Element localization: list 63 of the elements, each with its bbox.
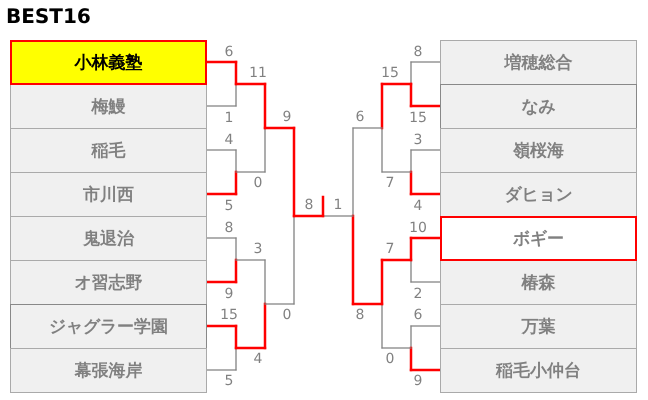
score-label: 2: [412, 286, 424, 302]
score-label: 6: [224, 44, 234, 60]
team-name: 市川西: [83, 184, 134, 206]
score-label: 10: [408, 220, 428, 236]
team-box: [10, 128, 207, 173]
team-box: [440, 172, 637, 217]
score-label: 4: [412, 198, 424, 214]
score-label: 15: [219, 307, 239, 323]
team-name: 万葉: [522, 316, 556, 338]
score-label: 9: [224, 286, 234, 302]
team-box: [10, 40, 207, 85]
team-name: 椿森: [522, 272, 556, 294]
score-label: 8: [304, 197, 314, 213]
score-label: 6: [354, 109, 366, 125]
score-label: 3: [252, 241, 264, 257]
team-name: 嶺桜海: [513, 140, 564, 162]
team-box: [10, 172, 207, 217]
score-label: 8: [354, 307, 366, 323]
score-label: 11: [248, 65, 268, 81]
team-box: [10, 348, 207, 393]
team-name: 鬼退治: [83, 228, 134, 250]
team-box: [10, 216, 207, 261]
team-name: なみ: [522, 96, 556, 118]
team-name: 増穂総合: [504, 52, 572, 74]
score-label: 9: [282, 109, 292, 125]
score-label: 15: [408, 110, 428, 126]
score-label: 0: [384, 351, 396, 367]
score-label: 9: [412, 373, 424, 389]
team-name: 幕張海岸: [74, 360, 142, 382]
score-label: 8: [224, 220, 234, 236]
score-label: 6: [412, 307, 424, 323]
team-box: [440, 84, 637, 129]
team-name: 稲毛: [92, 140, 126, 162]
score-label: 8: [412, 44, 424, 60]
team-box: [440, 216, 637, 261]
score-label: 4: [252, 351, 264, 367]
score-label: 1: [224, 110, 234, 126]
score-label: 5: [224, 373, 234, 389]
score-label: 3: [412, 132, 424, 148]
team-name: 小林義塾: [74, 52, 142, 74]
team-name: 梅鰻: [92, 96, 126, 118]
score-label: 7: [384, 175, 396, 191]
score-label: 15: [380, 65, 400, 81]
team-box: [440, 128, 637, 173]
score-label: 0: [282, 307, 292, 323]
team-box: [440, 348, 637, 393]
team-name: オ習志野: [74, 272, 142, 294]
score-label: 7: [384, 241, 396, 257]
team-name: ジャグラー学園: [49, 316, 168, 338]
team-box: [10, 84, 207, 129]
team-box: [440, 304, 637, 349]
team-box: [10, 304, 207, 349]
team-box: [10, 260, 207, 305]
score-label: 5: [224, 198, 234, 214]
bracket-title: BEST16: [6, 4, 91, 28]
team-name: ダヒョン: [504, 184, 572, 206]
team-box: [440, 40, 637, 85]
score-label: 1: [332, 197, 344, 213]
team-name: ボギー: [513, 228, 564, 250]
team-box: [440, 260, 637, 305]
team-name: 稲毛小仲台: [496, 360, 581, 382]
score-label: 0: [252, 175, 264, 191]
score-label: 4: [224, 132, 234, 148]
